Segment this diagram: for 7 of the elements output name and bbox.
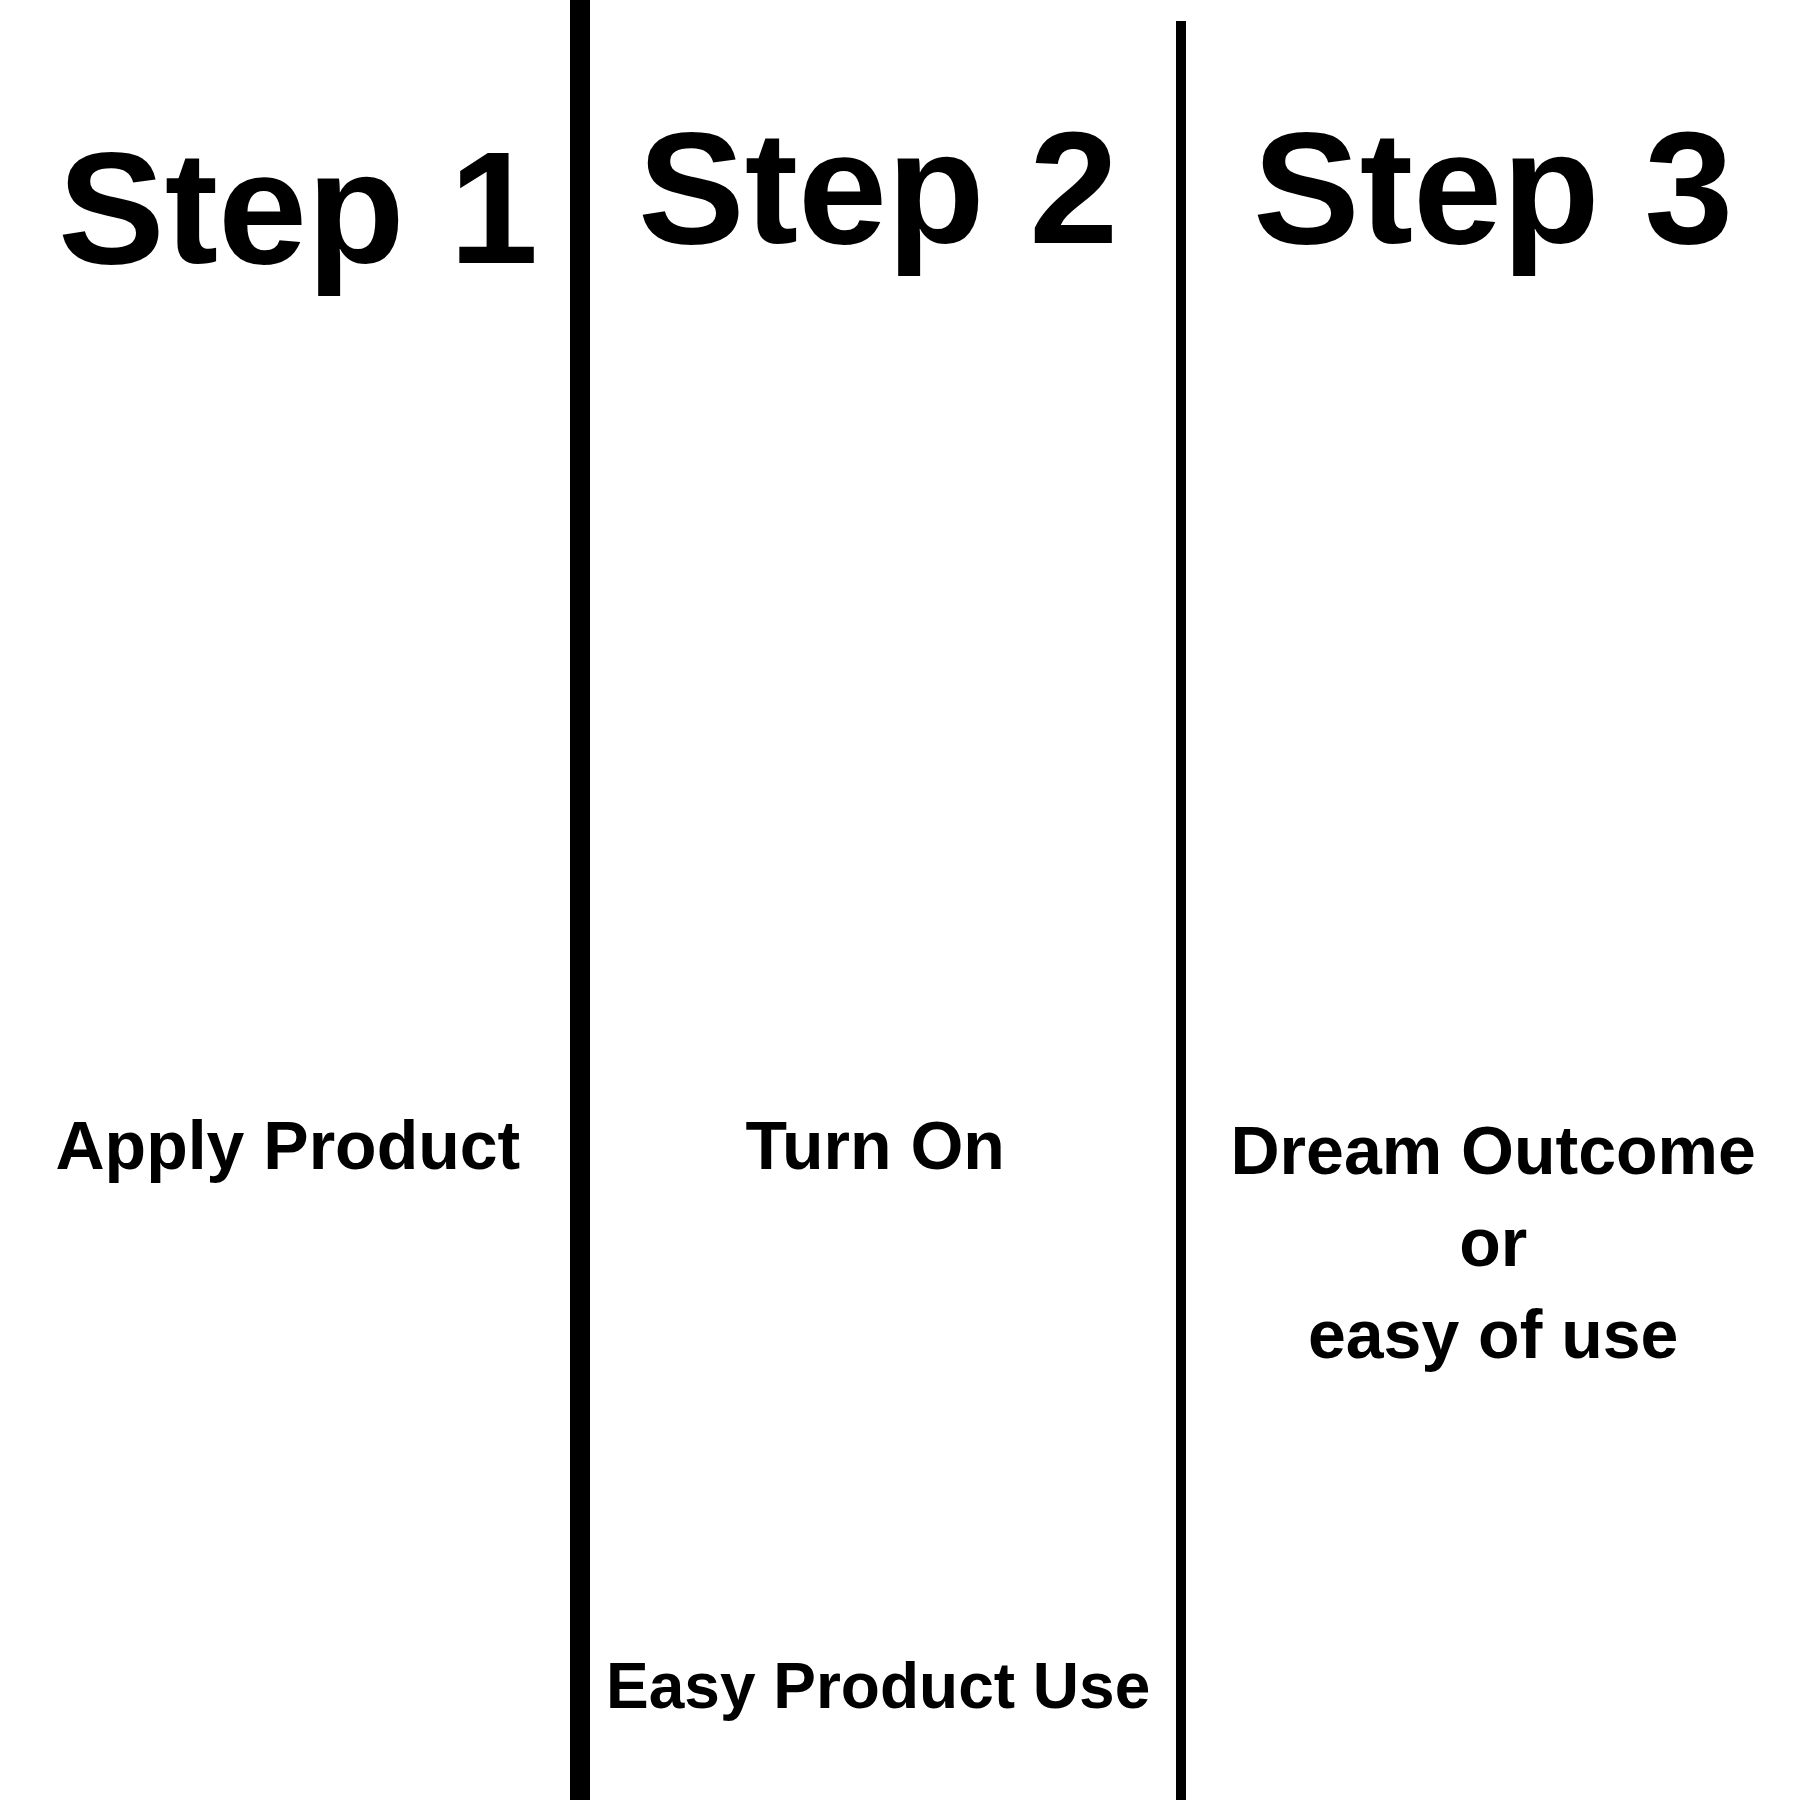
step-text: Turn On	[745, 1106, 1005, 1185]
step-text: Easy Product Use	[606, 1649, 1151, 1724]
step-heading: Step 3	[1253, 100, 1734, 276]
step-heading: Step 1	[58, 120, 539, 296]
step-heading: Step 2	[638, 100, 1119, 276]
step-text: Dream Outcome or easy of use	[1230, 1111, 1756, 1374]
step-text: Apply Product	[55, 1106, 521, 1185]
